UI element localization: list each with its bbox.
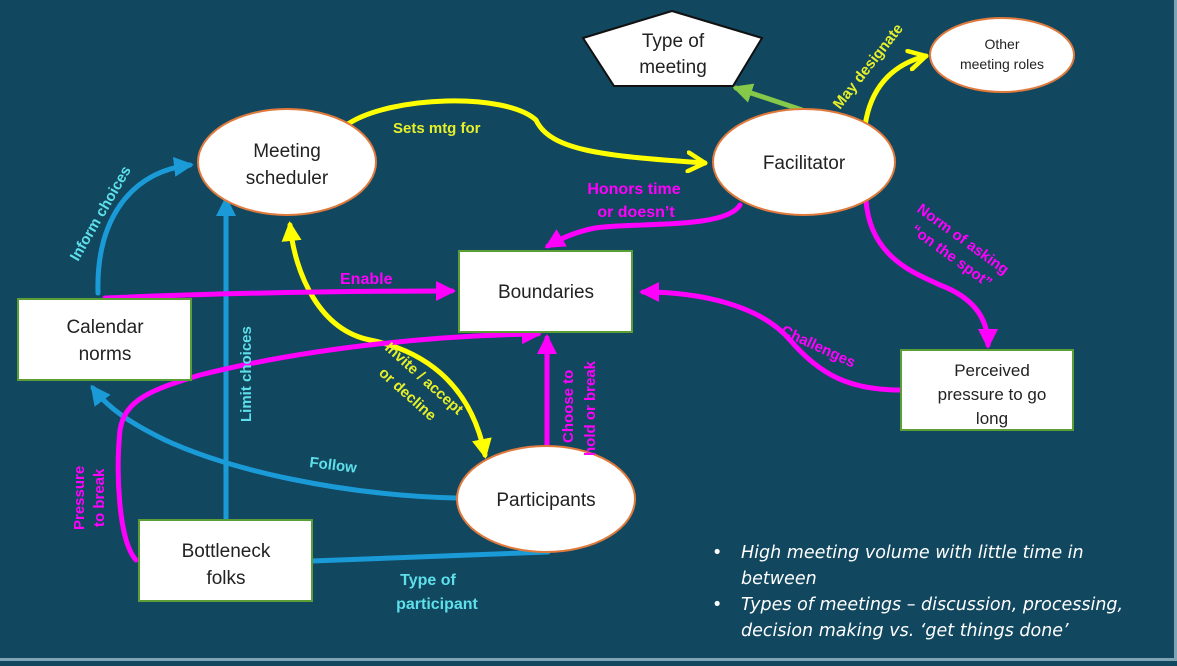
- node-meeting-scheduler[interactable]: Meeting scheduler: [197, 108, 377, 216]
- node-other-meeting-roles[interactable]: Other meeting roles: [929, 17, 1075, 93]
- label-pressure-to-break-line-2: to break: [91, 468, 108, 527]
- node-other-roles-line-2: meeting roles: [960, 56, 1044, 72]
- node-calendar-norms[interactable]: Calendar norms: [17, 298, 192, 381]
- edge-follow: [90, 384, 459, 501]
- edge-honors-time: [544, 202, 743, 249]
- node-facilitator-label: Facilitator: [763, 153, 846, 174]
- node-bottleneck-line-1: Bottleneck: [182, 541, 271, 562]
- node-scheduler-line-1: Meeting: [253, 141, 321, 162]
- node-participants-label: Participants: [496, 490, 595, 511]
- label-enable: Enable: [340, 271, 393, 288]
- edge-challenges: [639, 282, 903, 393]
- bullet-icon: •: [712, 543, 723, 563]
- node-perceived-pressure[interactable]: Perceived pressure to go long: [900, 349, 1074, 431]
- bottom-border: [0, 658, 1177, 661]
- node-pressure-line-3: long: [976, 409, 1008, 428]
- node-boundaries[interactable]: Boundaries: [458, 250, 633, 333]
- note-item: • Types of meetings – discussion, process…: [712, 592, 1152, 644]
- label-honors-time-line-2: or doesn’t: [597, 204, 675, 221]
- node-calendar-line-2: norms: [79, 344, 132, 365]
- edge-type-of-participant: [309, 549, 551, 564]
- node-bottleneck-folks[interactable]: Bottleneck folks: [138, 519, 313, 602]
- edge-may-designate: [862, 56, 929, 129]
- note-text: High meeting volume with little time in …: [741, 543, 1084, 589]
- edge-enable: [102, 281, 456, 302]
- label-follow: Follow: [309, 454, 359, 477]
- node-facilitator[interactable]: Facilitator: [712, 108, 896, 216]
- label-may-designate: May designate: [830, 21, 907, 113]
- node-type-of-meeting-line-2: meeting: [639, 57, 707, 78]
- node-boundaries-label: Boundaries: [498, 282, 594, 303]
- node-calendar-line-1: Calendar: [66, 317, 144, 338]
- edge-norm-of-asking: [863, 197, 998, 349]
- node-pressure-line-2: pressure to go: [938, 385, 1047, 404]
- note-item: • High meeting volume with little time in…: [712, 540, 1152, 592]
- notes-list: • High meeting volume with little time in…: [712, 540, 1152, 644]
- node-scheduler-line-2: scheduler: [246, 168, 329, 189]
- node-type-of-meeting[interactable]: Type of meeting: [581, 9, 764, 87]
- node-participants[interactable]: Participants: [456, 445, 636, 553]
- right-border: [1174, 0, 1177, 661]
- edge-pressure-to-break: [115, 324, 542, 563]
- edge-invite-accept: [281, 221, 492, 459]
- label-sets-mtg-for: Sets mtg for: [393, 120, 481, 137]
- edge-inform-choices: [95, 156, 194, 296]
- node-type-of-meeting-line-1: Type of: [642, 31, 705, 52]
- edge-sets-mtg-for: [345, 98, 708, 163]
- label-choose-line-1: Choose to: [560, 370, 577, 443]
- edge-type-of-meeting: [732, 83, 805, 113]
- label-honors-time-line-1: Honors time: [587, 181, 680, 198]
- node-bottleneck-line-2: folks: [206, 568, 245, 589]
- label-limit-choices: Limit choices: [238, 326, 255, 422]
- label-choose-line-2: hold or break: [582, 360, 599, 456]
- label-type-of-participant-line-1: Type of: [400, 572, 456, 589]
- label-type-of-participant-line-2: participant: [396, 596, 478, 613]
- bullet-icon: •: [712, 595, 723, 615]
- node-other-roles-line-1: Other: [984, 36, 1019, 52]
- label-pressure-to-break-line-1: Pressure: [71, 466, 88, 530]
- node-pressure-line-1: Perceived: [954, 361, 1030, 380]
- note-text: Types of meetings – discussion, processi…: [741, 595, 1124, 641]
